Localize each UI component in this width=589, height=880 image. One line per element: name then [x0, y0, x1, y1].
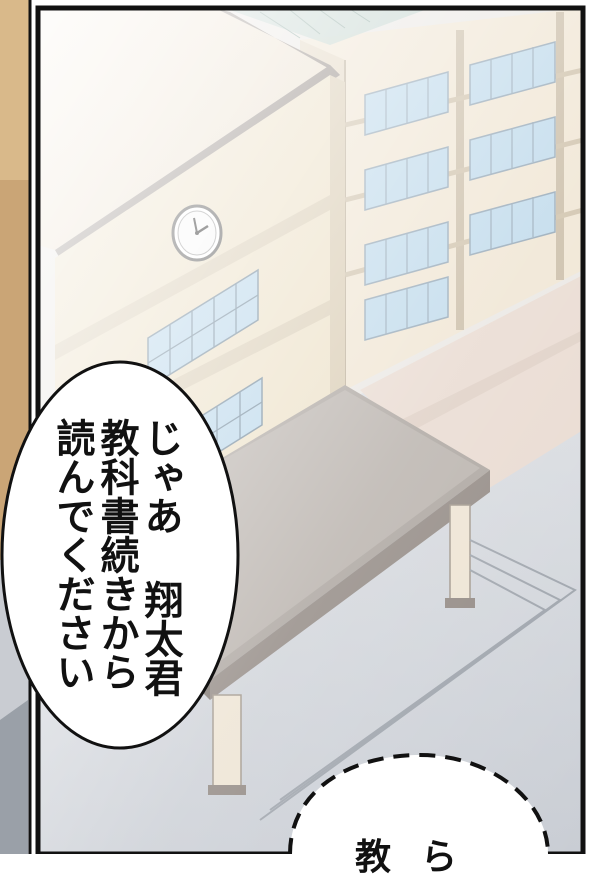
left-panel-strip	[0, 0, 32, 854]
school-scene	[0, 0, 586, 854]
partial-bubble	[288, 752, 550, 854]
speech-line-2: 教科書続きから	[94, 418, 139, 691]
speech-line-1: じゃあ 翔太君	[138, 418, 183, 697]
speech-bubble	[0, 360, 240, 750]
partial-bubble-text: 教ら	[355, 837, 488, 878]
speech-bubble-text: じゃあ 翔太君 教科書続きから 読んでください	[50, 418, 183, 718]
speech-line-3: 読んでください	[50, 418, 95, 691]
